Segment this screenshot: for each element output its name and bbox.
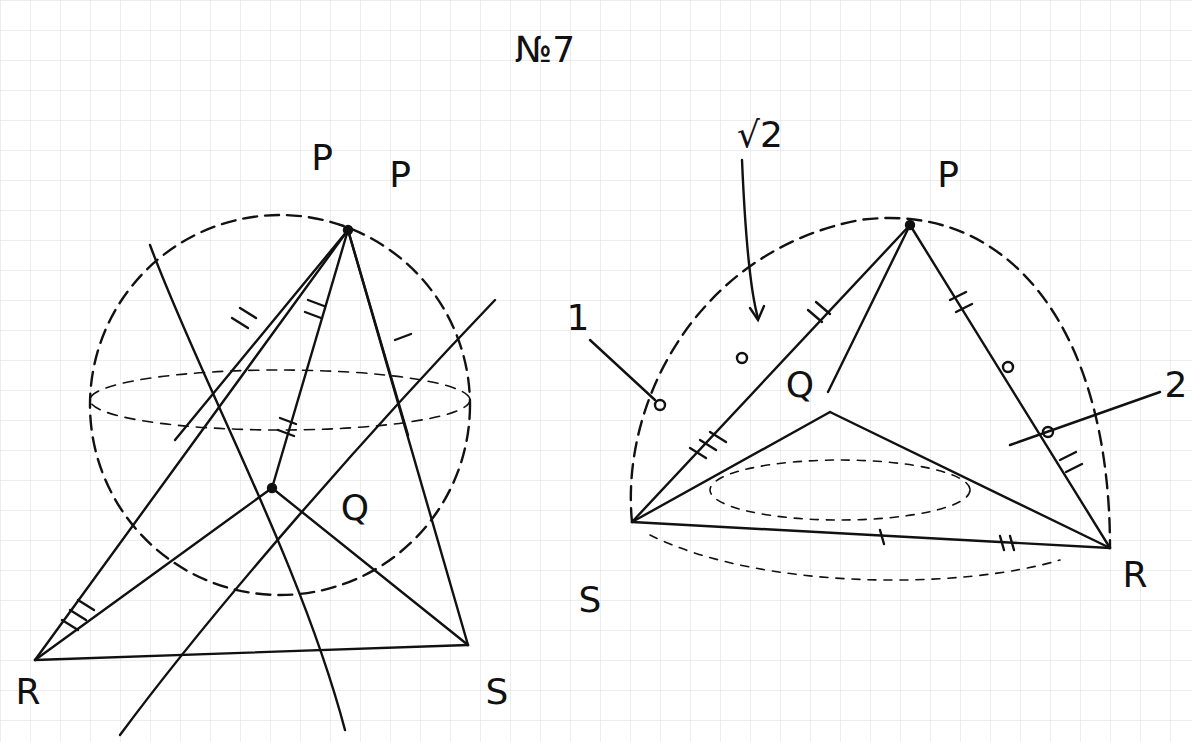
length-label: √2: [734, 116, 786, 154]
point-label: S: [576, 581, 605, 619]
point-label: R: [12, 673, 43, 711]
callout-number: 1: [564, 299, 593, 337]
point-label: P: [308, 139, 336, 177]
point-label: P: [386, 156, 414, 194]
point-label: Q: [338, 489, 372, 527]
callout-number: 2: [1162, 366, 1191, 404]
problem-number: №7: [512, 31, 578, 69]
point-label: Q: [783, 366, 817, 404]
point-label: S: [483, 673, 512, 711]
point-label: P: [934, 156, 962, 194]
point-label: R: [1119, 556, 1150, 594]
